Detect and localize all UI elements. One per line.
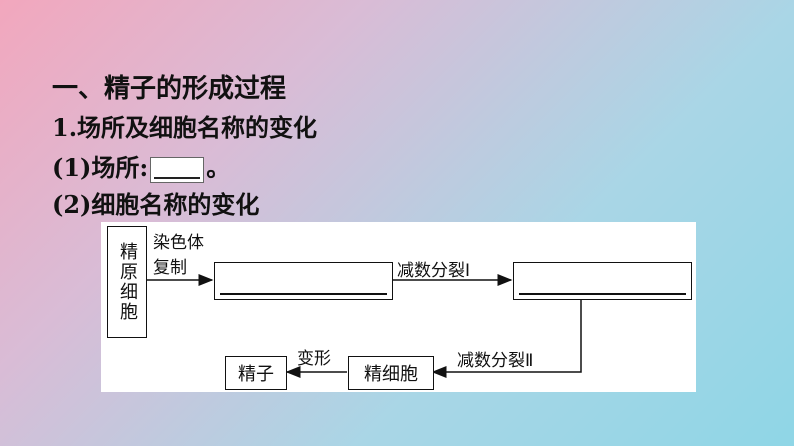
section-heading: 一、精子的形成过程 [52,74,287,104]
primary-spermatocyte-blank[interactable] [214,262,393,300]
arrow-meiosis-2 [431,297,582,378]
location-answer-blank[interactable] [150,156,205,183]
label-replication: 复制 [153,258,187,278]
label-chromosome: 染色体 [153,233,204,253]
subheading: 1.场所及细胞名称的变化 [52,113,318,142]
question-location-prefix: (1)场所: [52,153,149,182]
spermatid-box: 精细胞 [348,356,434,390]
secondary-spermatocyte-blank[interactable] [513,262,692,300]
question-cell-names: (2)细胞名称的变化 [52,190,260,219]
diagram-arrows [147,274,582,378]
question-location: (1)场所: 。 [52,148,230,183]
spermatogenesis-flow-diagram: 精原细胞 染色体 复制 减数分裂Ⅰ 减数分裂Ⅱ 精细胞 变形 精子 [101,222,696,392]
label-meiosis-1: 减数分裂Ⅰ [397,261,471,281]
label-meiosis-2: 减数分裂Ⅱ [457,351,534,371]
label-transformation: 变形 [297,349,331,369]
question-location-suffix: 。 [206,153,231,182]
sperm-box: 精子 [225,356,287,390]
spermatogonium-box: 精原细胞 [107,226,147,338]
